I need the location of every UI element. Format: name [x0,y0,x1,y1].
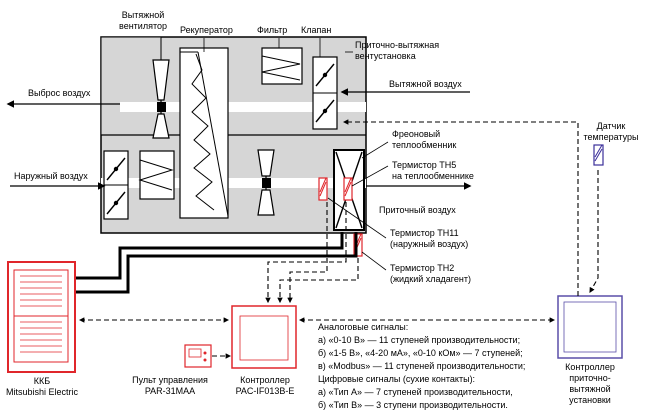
exhaust-fan-icon [152,59,170,139]
label-outdoor-air: Наружный воздух [14,171,88,181]
label-exhaust-out: Выброс воздух [28,88,91,98]
kkb-outdoor-unit [7,261,76,373]
signals-analog-a: а) «0-10 В» — 11 ступеней производительн… [318,335,521,345]
refrigerant-pipes [75,232,358,294]
label-exhaust-air: Вытяжной воздух [389,79,462,89]
label-supply-exhaust-unit: Приточно-вытяжная вентустановка [355,40,440,61]
label-freon-hx: Фреоновый теплообменник [392,129,457,150]
recuperator-icon [179,47,229,219]
label-controller: Контроллер PAC-IF013B-E [235,375,295,396]
label-damper: Клапан [301,25,332,35]
filter-bottom-icon [138,150,175,200]
label-th2: Термистор TH2 (жидкий хладагент) [390,263,471,284]
airflow-arrows [6,88,472,190]
signals-analog-c: в) «Modbus» — 11 ступеней производительн… [318,361,526,371]
controller-pac-box [231,305,297,369]
signals-digital-a: а) «Тип А» — 7 ступеней производительнос… [318,387,513,397]
leader-lines [160,38,389,271]
label-filter: Фильтр [257,25,288,35]
supply-fan-icon [257,149,275,216]
signals-digital-title: Цифровые сигналы (сухие контакты): [318,374,476,384]
filter-top-icon [261,47,303,85]
thermistor-th11-icon [318,177,328,201]
label-th11: Термистор TH11 (наружный воздух) [390,228,469,249]
unit-controller-box [557,295,623,359]
remote-controller-icon [184,344,212,368]
label-recuperator: Рекуператор [180,25,233,35]
signals-analog-b: б) «1-5 В», «4-20 мА», «0-10 кОм» — 7 ст… [318,348,523,358]
damper-bottom-icon [103,150,129,220]
label-supply-air: Приточный воздух [379,205,456,215]
label-temp-sensor: Датчик температуры [583,121,639,142]
temperature-sensor-icon [593,144,604,166]
thermistor-th5-icon [343,177,353,201]
signal-lines [78,119,599,359]
signals-digital-b: б) «Тип В» — 3 ступени производительност… [318,400,508,410]
damper-top-icon [312,56,338,130]
label-kkb: ККБ Mitsubishi Electric [5,376,79,397]
signals-analog-title: Аналоговые сигналы: [318,322,409,332]
label-th5: Термистор TH5 на теплообменнике [392,160,474,181]
label-unit-controller: Контроллер приточно- вытяжной установки [565,362,615,405]
label-exhaust-fan: Вытяжной вентилятор [119,10,167,31]
label-remote: Пульт управления PAR-31MAA [132,375,208,396]
